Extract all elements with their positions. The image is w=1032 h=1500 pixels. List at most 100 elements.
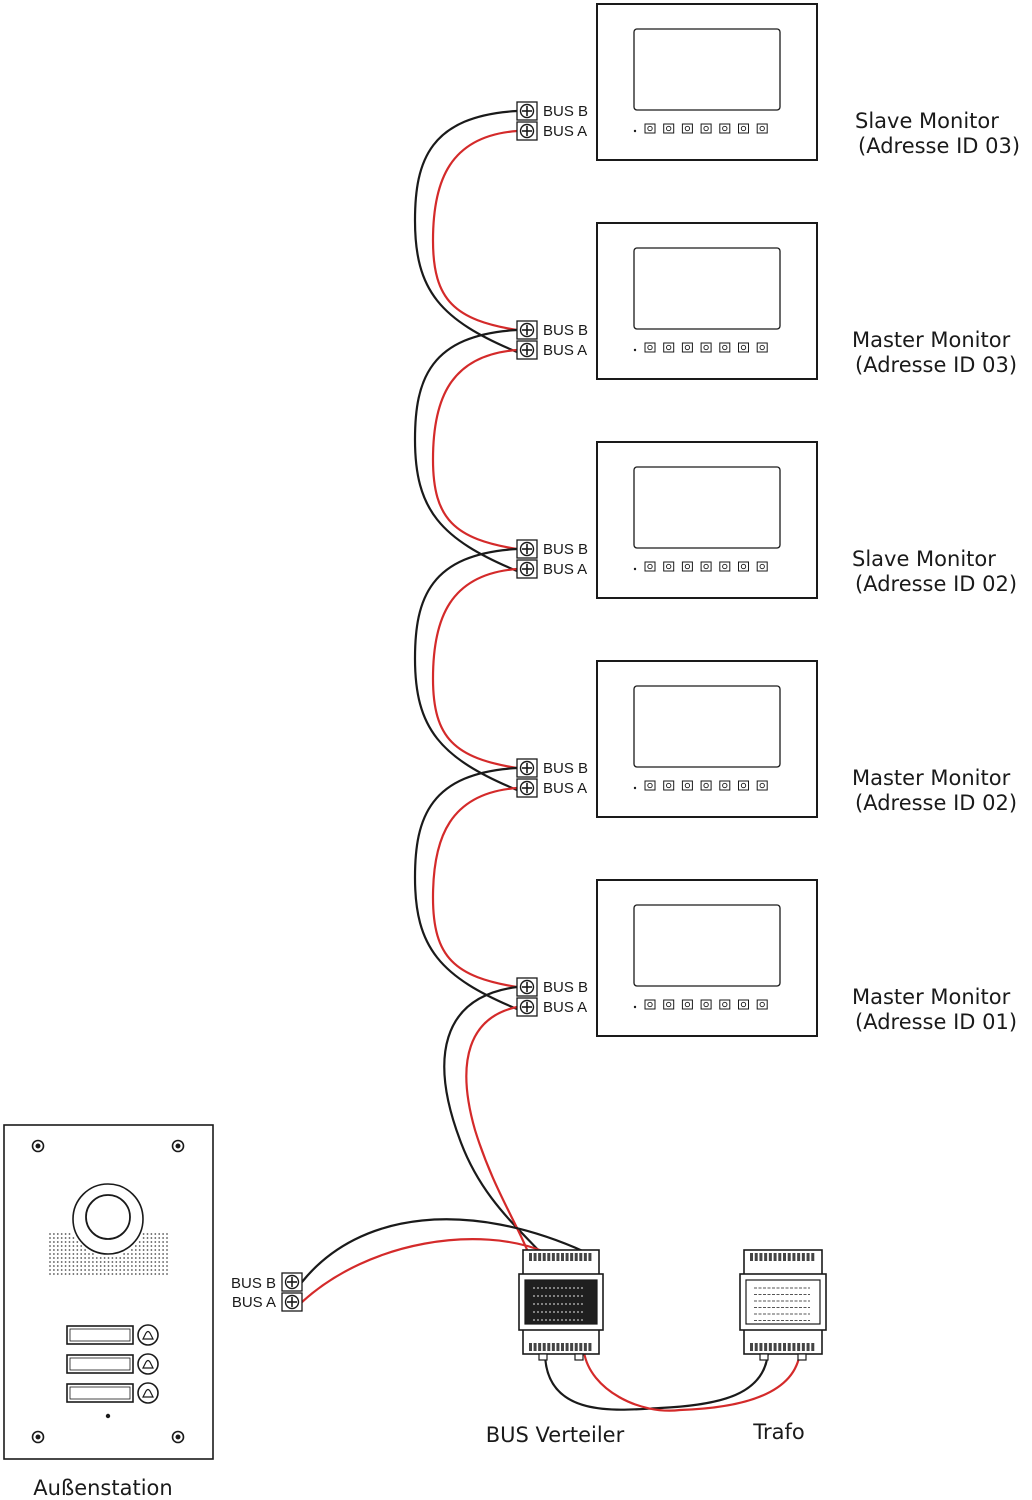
- screw-terminal-icon: [516, 778, 538, 798]
- screw-terminal-icon: [516, 320, 538, 340]
- monitor-button-icon: [756, 999, 768, 1010]
- monitor-led: [633, 129, 637, 133]
- monitor-button-icon: [644, 123, 656, 134]
- monitor-screen: [633, 904, 781, 987]
- bus-b-wire: [443, 985, 542, 1254]
- bus-a-label: BUS A: [543, 999, 587, 1016]
- bell-icon: [137, 1324, 159, 1346]
- screw-terminal-icon: [516, 101, 538, 121]
- bus-a-wire: [465, 1005, 530, 1254]
- monitor-led: [633, 567, 637, 571]
- outdoor-station-panel: [3, 1124, 214, 1460]
- monitor-title: Slave Monitor: [855, 109, 999, 133]
- bus-distributor: [518, 1249, 604, 1361]
- monitor-button-icon: [738, 780, 749, 791]
- name-plate: [66, 1383, 134, 1403]
- monitor-button-icon: [663, 342, 675, 353]
- monitor-button-icon: [681, 123, 693, 134]
- bus-a-wire: [431, 567, 519, 770]
- screw-terminal-icon: [516, 121, 538, 141]
- bus-b-wire: [413, 109, 519, 354]
- screw-terminal-icon: [516, 559, 538, 579]
- bell-icon: [137, 1382, 159, 1404]
- camera-lens-icon: [72, 1183, 144, 1255]
- bus-a-label: BUS A: [543, 561, 587, 578]
- bus-b-wire: [413, 328, 519, 573]
- monitor-screen: [633, 466, 781, 549]
- bus-a-wire: [431, 786, 519, 989]
- speaker-grille: [49, 1233, 168, 1275]
- name-plate: [66, 1325, 134, 1345]
- screw-icon: [171, 1430, 185, 1444]
- screw-terminal-icon: [516, 340, 538, 360]
- bus-a-label: BUS A: [543, 342, 587, 359]
- monitor-2: Master Monitor(Adresse ID 03): [596, 222, 1017, 380]
- transformer-label: Trafo: [752, 1420, 805, 1444]
- microphone-hole: [105, 1413, 111, 1419]
- monitor-button-icon: [700, 561, 712, 572]
- monitor-3: Slave Monitor(Adresse ID 02): [596, 441, 1017, 599]
- monitor-button-icon: [700, 342, 712, 353]
- monitor-button-icon: [756, 123, 768, 134]
- bus-a-wire: [431, 348, 519, 551]
- monitor-button-icon: [644, 342, 656, 353]
- bus-a-label: BUS A: [543, 780, 587, 797]
- monitor-button-icon: [681, 999, 693, 1010]
- monitor-stack: Slave Monitor(Adresse ID 03)Master Monit…: [596, 3, 1020, 1037]
- bus-b-wire: [300, 1218, 587, 1284]
- screw-icon: [31, 1430, 45, 1444]
- monitor-address: (Adresse ID 02): [855, 791, 1017, 815]
- monitor-button-icon: [644, 999, 656, 1010]
- monitor-button-icon: [681, 561, 693, 572]
- monitor-button-icon: [644, 780, 656, 791]
- monitor-led: [633, 786, 637, 790]
- monitor-button-icon: [738, 999, 749, 1010]
- monitor-button-icon: [719, 123, 731, 134]
- monitor-button-icon: [663, 780, 675, 791]
- bus-b-label: BUS B: [543, 760, 588, 777]
- bus-b-label: BUS B: [543, 322, 588, 339]
- monitor-button-icon: [719, 780, 731, 791]
- monitor-title: Master Monitor: [852, 766, 1011, 790]
- monitor-button-icon: [681, 780, 693, 791]
- monitor-4: Master Monitor(Adresse ID 02): [596, 660, 1017, 818]
- bell-buttons: [66, 1324, 159, 1404]
- monitor-title: Master Monitor: [852, 985, 1011, 1009]
- monitor-button-icon: [663, 561, 675, 572]
- bell-icon: [137, 1353, 159, 1375]
- monitor-title: Master Monitor: [852, 328, 1011, 352]
- bus-b-wire: [413, 766, 519, 1011]
- transformer: [739, 1249, 827, 1361]
- monitor-button-icon: [644, 561, 656, 572]
- screw-terminal-icon: [281, 1272, 303, 1292]
- monitor-button-icon: [756, 342, 768, 353]
- screw-terminal-icon: [516, 977, 538, 997]
- monitor-screen: [633, 247, 781, 330]
- screw-terminal-icon: [516, 997, 538, 1017]
- screw-icon: [31, 1139, 45, 1153]
- monitor-button-icon: [700, 780, 712, 791]
- monitor-button-icon: [700, 123, 712, 134]
- monitor-address: (Adresse ID 03): [858, 134, 1020, 158]
- monitor-title: Slave Monitor: [852, 547, 996, 571]
- monitor-button-icon: [663, 123, 675, 134]
- screw-icon: [171, 1139, 185, 1153]
- screw-terminal-icon: [281, 1292, 303, 1312]
- bus-a-wire: [431, 129, 519, 332]
- bus-wires: [300, 109, 802, 1412]
- name-plate: [66, 1354, 134, 1374]
- screw-terminal-icon: [516, 758, 538, 778]
- power-wire: [582, 1350, 802, 1412]
- monitor-button-icon: [738, 342, 749, 353]
- screw-terminal-icon: [516, 539, 538, 559]
- outdoor-station: [3, 1124, 214, 1460]
- monitor-address: (Adresse ID 01): [855, 1010, 1017, 1034]
- monitor-button-icon: [719, 999, 731, 1010]
- monitor-button-icon: [756, 561, 768, 572]
- monitor-button-icon: [738, 123, 749, 134]
- bus-distributor-label: BUS Verteiler: [486, 1423, 625, 1447]
- monitor-led: [633, 1005, 637, 1009]
- monitor-button-icon: [756, 780, 768, 791]
